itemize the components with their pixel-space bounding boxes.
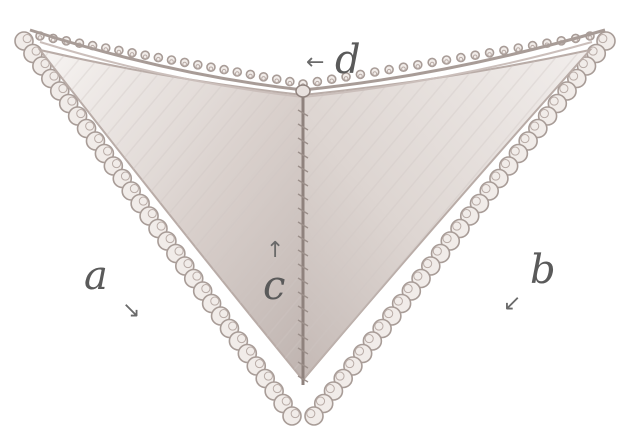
shawl-texture [40,50,590,380]
arrow-d-icon: ← [306,52,324,74]
label-d: d [335,40,361,80]
label-c: c [263,266,285,306]
arrow-b-icon: ↙ [503,293,521,315]
arrow-a-icon: ↘ [122,300,140,322]
label-b: b [530,250,556,290]
arrow-c-icon: ↑ [266,240,284,262]
neck-knot [296,85,310,97]
label-a: a [84,256,108,296]
